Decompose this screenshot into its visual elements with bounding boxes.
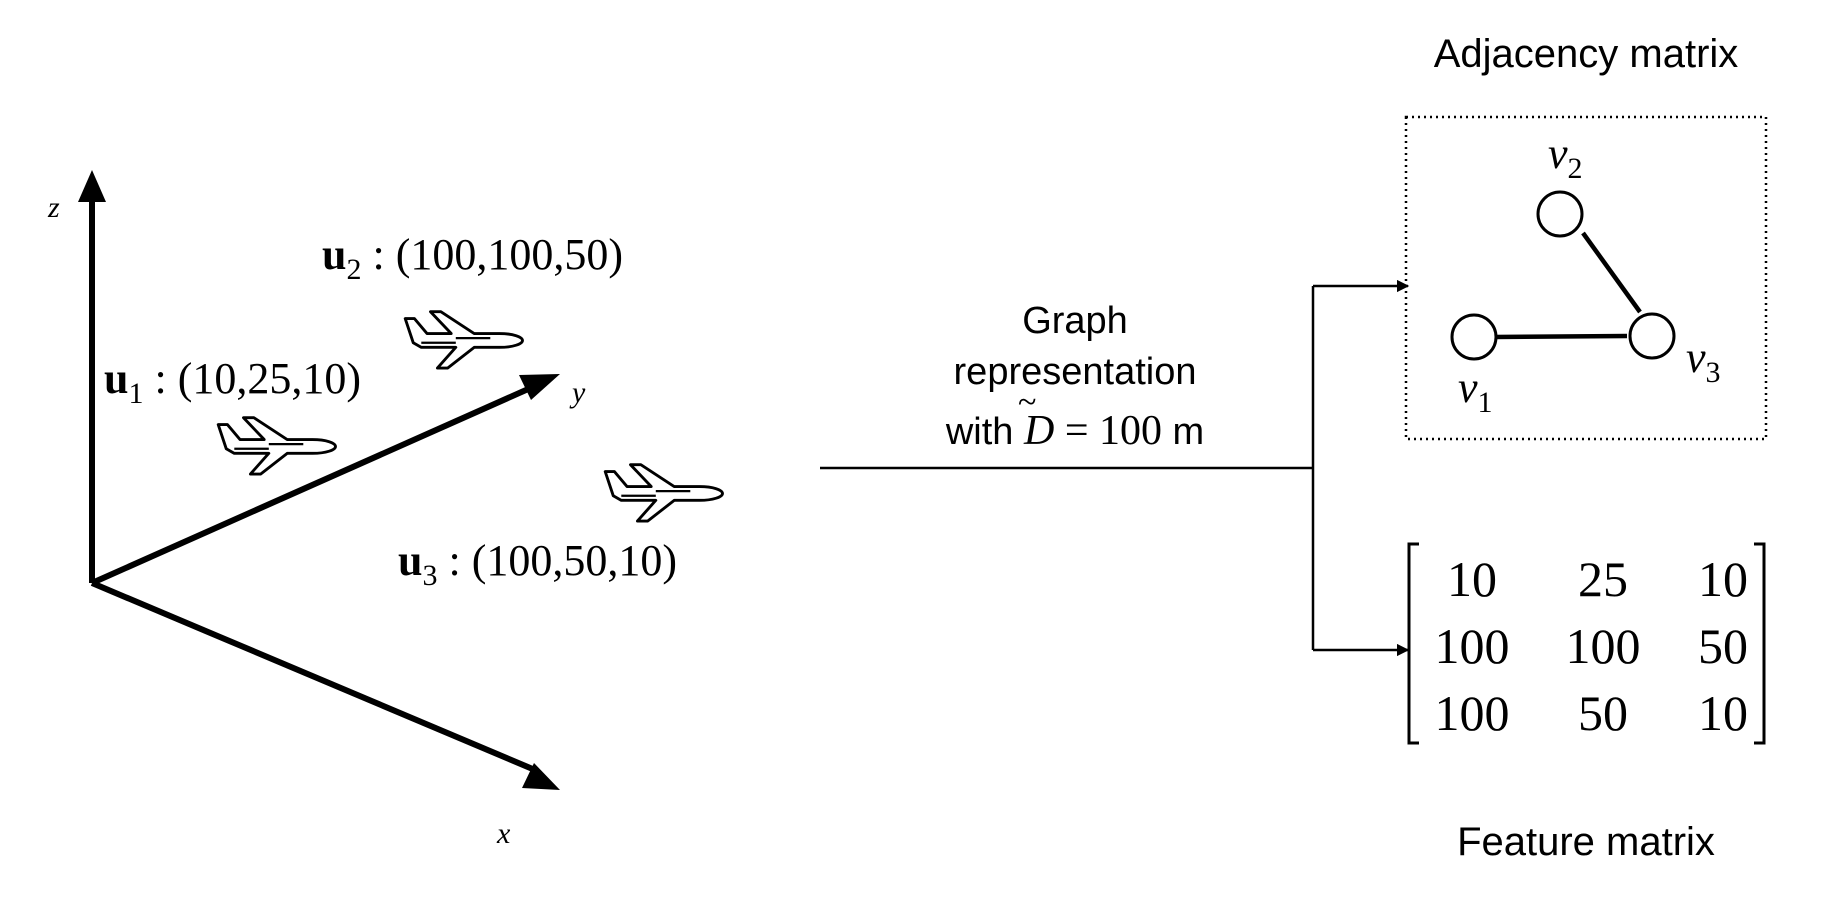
matrix-left-bracket: [1407, 542, 1419, 745]
uav-3-plane-icon: [603, 463, 724, 523]
caption-line-3: with D = 100 m: [945, 408, 1204, 454]
matrix-cell: 50: [1698, 618, 1748, 674]
adjacency-panel: Adjacency matrix v1 v2 v3: [1404, 32, 1768, 441]
matrix-cell: 100: [1566, 618, 1641, 674]
edge-v1-v3: [1493, 333, 1628, 340]
x-axis-label: x: [496, 817, 511, 850]
matrix-cell: 10: [1698, 685, 1748, 741]
adjacency-title: Adjacency matrix: [1434, 32, 1739, 76]
y-axis-arrowhead: [519, 374, 560, 400]
matrix-cell: 10: [1447, 551, 1497, 607]
feature-title: Feature matrix: [1457, 820, 1715, 864]
edge-v2-v3: [1581, 231, 1642, 314]
caption-line-1: Graph: [1022, 300, 1128, 342]
caption-line-2: representation: [954, 351, 1197, 393]
z-axis-arrowhead: [78, 170, 106, 202]
caption-tilde: ~: [1018, 384, 1036, 421]
y-axis: [90, 383, 537, 586]
x-axis-arrowhead: [522, 763, 560, 790]
matrix-right-bracket: [1754, 542, 1766, 745]
matrix-cell: 10: [1698, 551, 1748, 607]
graph-caption: Graph representation with D = 100 m ~: [945, 300, 1204, 454]
matrix-cell: 25: [1578, 551, 1628, 607]
node-v2-label: v2: [1548, 129, 1583, 185]
uav-1-label: u1 : (10,25,10): [104, 354, 361, 410]
node-v1-label: v1: [1458, 363, 1493, 419]
uav-2-label: u2 : (100,100,50): [322, 230, 623, 286]
connector: [820, 279, 1410, 657]
adjacency-dotted-box: [1404, 115, 1768, 441]
feature-panel: 10 25 10 100 100 50 100 50 10 Feature ma…: [1407, 542, 1766, 864]
y-axis-label: y: [569, 376, 586, 409]
matrix-cell: 100: [1435, 618, 1510, 674]
node-v3-label: v3: [1686, 333, 1721, 389]
node-v3: [1628, 312, 1676, 360]
uav-1-plane-icon: [216, 416, 337, 476]
uav-2-plane-icon: [403, 310, 524, 370]
matrix-cell: 50: [1578, 685, 1628, 741]
x-axis: [90, 580, 537, 773]
matrix-cell: 100: [1435, 685, 1510, 741]
node-v2: [1536, 190, 1584, 238]
coordinate-axes: z y x: [47, 170, 586, 850]
z-axis-label: z: [47, 191, 60, 224]
node-v1: [1450, 313, 1498, 361]
uav-3-label: u3 : (100,50,10): [398, 536, 677, 592]
